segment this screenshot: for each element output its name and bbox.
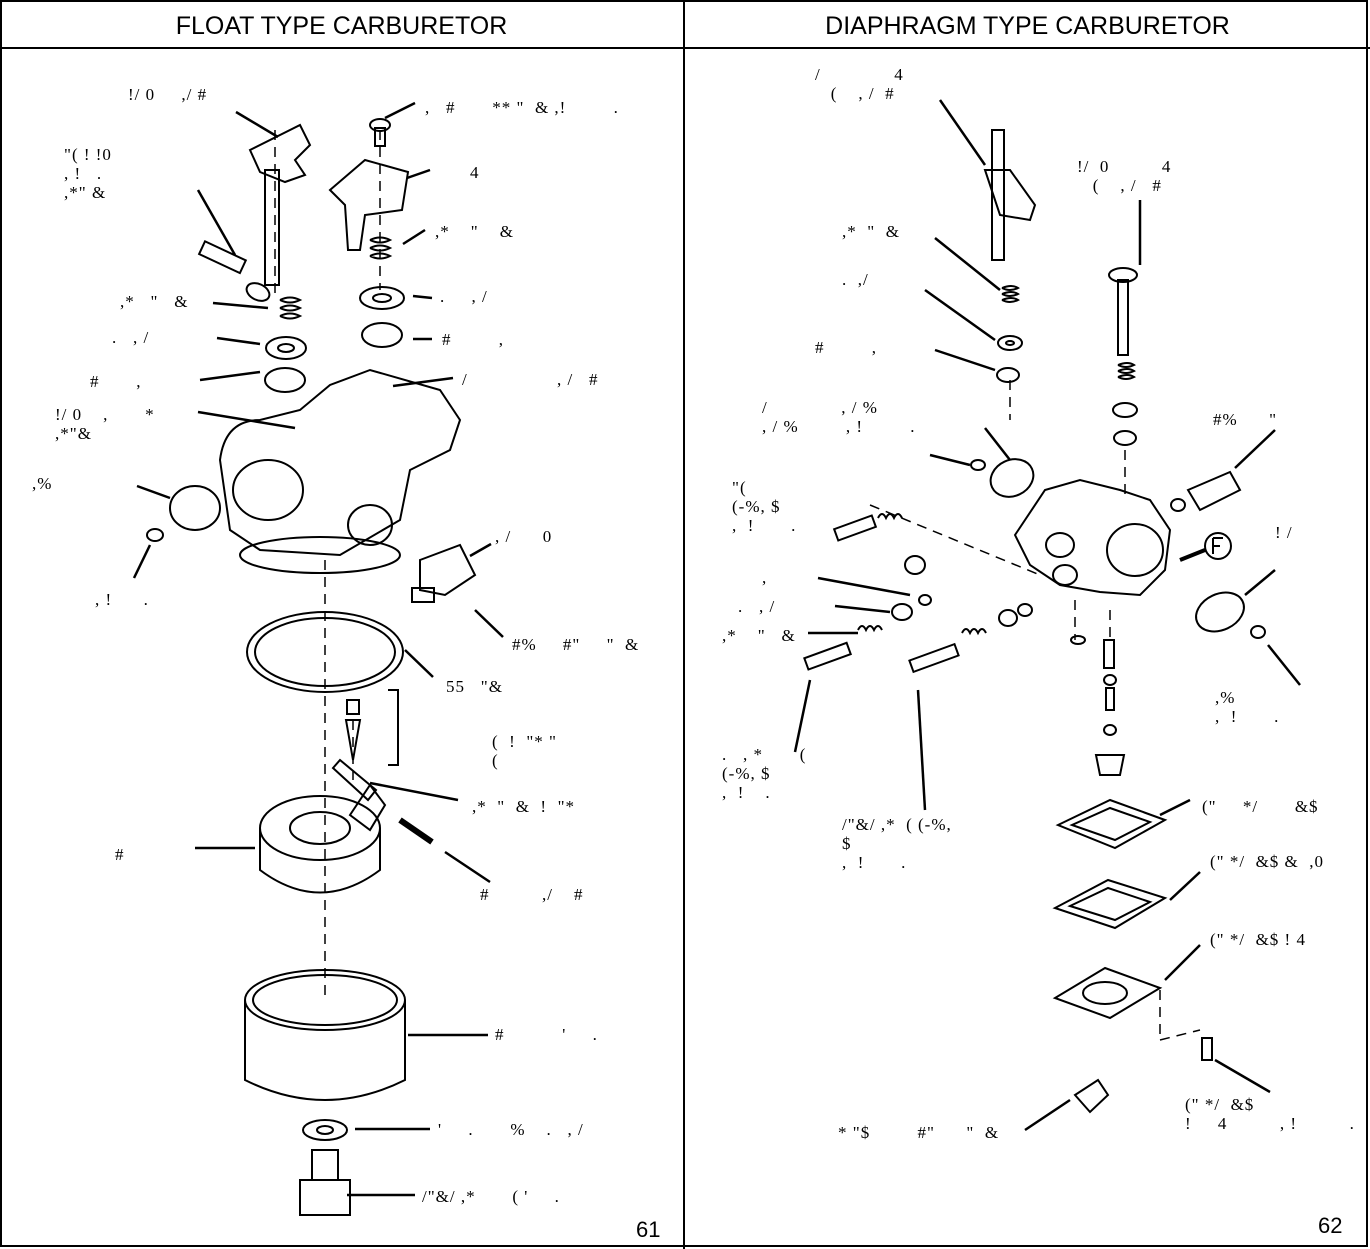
float-label-washer-left: . , / (112, 328, 150, 347)
diaphragm-throttle-valve (1195, 591, 1245, 633)
float-carburetor-body (218, 368, 462, 557)
float-bowl-nut-stem (311, 1149, 339, 1181)
float-bowl (244, 1000, 406, 1101)
diaphragm-label-idle-screw: "( (-%, $ , ! . (732, 478, 797, 535)
diaphragm-label-valve-screw: ,% , ! . (1215, 688, 1280, 726)
diaphragm-page-number: 62 (1318, 1213, 1343, 1238)
diaphragm-label-o-ring: , (762, 568, 768, 587)
float-label-bowl: # ' . (495, 1025, 598, 1044)
diaphragm-label-choke-shaft: / 4 ( , / # (815, 65, 904, 103)
float-label-bowl-washer: ' . % . , / (438, 1120, 584, 1139)
float-valve-screw (146, 528, 164, 542)
diaphragm-gasket (1055, 798, 1168, 850)
float-idle-screw (197, 240, 248, 275)
diaphragm-label-throttle-valve: ! / (1275, 523, 1293, 542)
float-seal-left (264, 367, 306, 393)
panel-divider (683, 0, 685, 1249)
float-label-top-screw: , # ** " & ,! . (425, 98, 619, 117)
diaphragm-fuel-inlet (1186, 470, 1242, 512)
float-label-bowl-nut: /"&/ ,* ( ' . (422, 1187, 560, 1206)
float-label-valve: ,% (32, 474, 53, 493)
diaphragm-label-diaphragm: (" */ &$ & ,0 (1210, 852, 1325, 871)
diaphragm-label-spring: ,* " & (842, 222, 900, 241)
float-page-number: 61 (636, 1217, 661, 1242)
diaphragm-label-main-screw: /"&/ ,* ( (-%, $ , ! . (842, 815, 952, 872)
float-label-bracket: 4 (470, 163, 480, 182)
diaphragm-main-screw (908, 642, 960, 674)
float-clip (331, 758, 378, 802)
diaphragm-fuel-marker (1204, 532, 1232, 560)
diaphragm-label-spring-2: ,* " & (722, 626, 796, 645)
diaphragm-label-washer: . ,/ (842, 270, 869, 289)
diaphragm-label-fuel-inlet: #% " (1213, 410, 1278, 429)
float-label-washer-right: . , / (440, 287, 488, 306)
diaphragm-panel-title: DIAPHRAGM TYPE CARBURETOR (825, 12, 1230, 40)
diaphragm-high-speed-screw (803, 641, 853, 671)
float-washer-right (359, 286, 405, 310)
float-needle (344, 719, 362, 761)
float-washer-left (265, 336, 307, 360)
float-top-screw (369, 118, 391, 132)
float-label-idle-speed-screw: "( ! !0 , ! . ,*" & (64, 145, 112, 202)
float-label-needle: ( ! "* " ( (492, 732, 557, 770)
float-label-float: # (115, 845, 125, 864)
float-fitting (419, 543, 477, 597)
float-throttle-shaft (264, 169, 280, 286)
diaphragm-label-washer-2: . , / (738, 597, 776, 616)
float-gasket-ring (246, 611, 404, 693)
float-label-spring-left: ,* " & (120, 292, 189, 311)
diaphragm-label-throttle-shaft: !/ 0 4 ( , / # (1077, 157, 1172, 195)
float-label-seal-right: # , (442, 330, 504, 349)
float-label-throttle-stop: !/ 0 , * ,*"& (55, 405, 155, 443)
float-label-fuel-inlet: #% #" " & (512, 635, 640, 654)
float-label-float-spring: ,* " & ! "* (472, 797, 576, 816)
diaphragm-label-cover-screw: (" */ &$ ! 4 , ! . (1185, 1095, 1355, 1133)
float-seal-right (361, 322, 403, 348)
float-label-fitting: , / 0 (495, 527, 553, 546)
float-label-float-shaft: # ,/ # (480, 885, 584, 904)
diaphragm-throttle-shaft (1117, 279, 1129, 356)
diaphragm-choke-valve (989, 458, 1035, 498)
diaphragm-label-diaphragm-gasket: (" */ &$ (1202, 797, 1319, 816)
diaphragm-cover (1052, 966, 1163, 1020)
diaphragm-axis-lines (869, 380, 1201, 1041)
float-valve-disc (169, 485, 221, 531)
float-axis-lines (274, 130, 381, 1000)
float-bowl-nut (299, 1179, 351, 1216)
float-float-top (259, 795, 381, 861)
float-label-gasket: 55 "& (446, 677, 503, 696)
diaphragm-membrane (1052, 878, 1168, 930)
float-label-throttle-shaft: !/ 0 ,/ # (128, 85, 208, 104)
diaphragm-label-fuel-fitting: * "$ #" " & (838, 1123, 1000, 1142)
diaphragm-label-seal: # , (815, 338, 877, 357)
float-spring-left (279, 296, 303, 320)
float-label-seal-left: # , (90, 372, 142, 391)
diaphragm-carburetor-body (1013, 478, 1172, 597)
diaphragm-idle-screw (832, 514, 878, 542)
diaphragm-leader-lines (793, 99, 1301, 1132)
diaphragm-title-rule (685, 47, 1370, 49)
diaphragm-fuel-fitting (1073, 1078, 1110, 1114)
diaphragm-cover-screw (1201, 1037, 1213, 1061)
diaphragm-label-choke-valve: / , / % , / % , ! . (762, 398, 916, 436)
float-bowl-rim (244, 969, 406, 1031)
float-bracket (328, 158, 410, 251)
float-title-rule (0, 47, 683, 49)
float-leader-lines (132, 101, 504, 1197)
float-spring-right (369, 236, 393, 260)
float-label-screw-left: , ! . (95, 590, 149, 609)
float-panel-title: FLOAT TYPE CARBURETOR (175, 12, 508, 40)
float-needle-seat (346, 699, 360, 715)
float-label-spring-right: ,* " & (435, 222, 514, 241)
float-bowl-washer (302, 1119, 348, 1141)
diaphragm-choke-shaft (991, 129, 1005, 261)
diaphragm-spring (1001, 285, 1020, 303)
diaphragm-label-diaphragm-cover: (" */ &$ ! 4 (1210, 930, 1306, 949)
float-label-choke-shaft: / , / # (462, 370, 599, 389)
diaphragm-label-high-speed-screw: . , * ( (-%, $ , ! . (722, 745, 807, 802)
